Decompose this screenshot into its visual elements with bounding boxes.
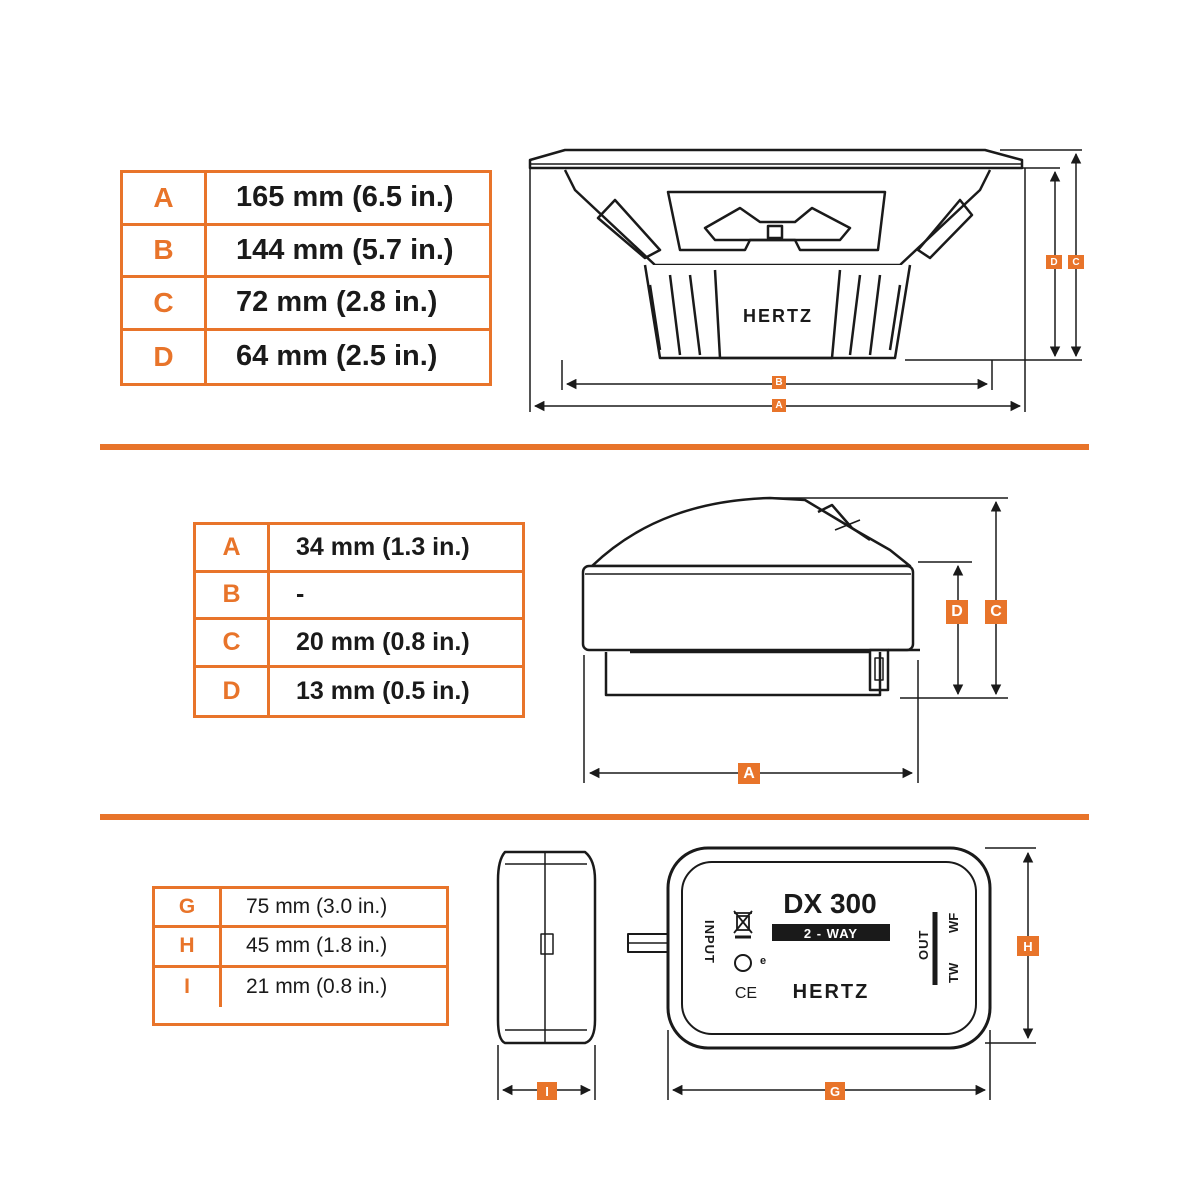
- crossover-type-badge: [772, 924, 890, 941]
- woofer-output-label: WF: [946, 913, 961, 933]
- spec-row: B 144 mm (5.7 in.): [123, 225, 489, 278]
- crossover-side-drawing: [496, 850, 597, 1045]
- spec-key: C: [196, 620, 270, 665]
- spec-key: H: [155, 928, 222, 965]
- dimension-tag-a: A: [738, 763, 760, 784]
- spec-value: 34 mm (1.3 in.): [296, 532, 470, 561]
- spec-row: B -: [196, 572, 522, 620]
- section-divider: [100, 814, 1089, 820]
- spec-value: 20 mm (0.8 in.): [296, 627, 470, 656]
- dimension-tag-b: B: [772, 376, 786, 389]
- spec-value: 144 mm (5.7 in.): [236, 233, 454, 266]
- dimension-tag-g: G: [825, 1082, 845, 1100]
- spec-value: 64 mm (2.5 in.): [236, 340, 438, 373]
- tweeter-dimensions: [583, 497, 1008, 783]
- crossover-type-label: 2 - WAY: [804, 926, 858, 941]
- spec-key: G: [155, 889, 222, 926]
- crossover-top-drawing: [627, 846, 992, 1050]
- e-mark-letter: e: [760, 955, 766, 967]
- spec-row: C 20 mm (0.8 in.): [196, 620, 522, 668]
- spec-key: D: [196, 667, 270, 715]
- spec-value: 75 mm (3.0 in.): [246, 895, 388, 919]
- spec-value: 72 mm (2.8 in.): [236, 286, 438, 319]
- section-divider: [100, 444, 1089, 450]
- spec-row: C 72 mm (2.8 in.): [123, 278, 489, 331]
- spec-key: B: [123, 225, 207, 275]
- woofer-spec-table: A 165 mm (6.5 in.) B 144 mm (5.7 in.) C …: [120, 170, 492, 386]
- spec-row: A 165 mm (6.5 in.): [123, 173, 489, 226]
- spec-row: A 34 mm (1.3 in.): [196, 525, 522, 573]
- e-mark-icon: [734, 954, 752, 972]
- spec-key: A: [123, 173, 207, 223]
- spec-row: D 64 mm (2.5 in.): [123, 330, 489, 383]
- dimension-tag-d: D: [946, 600, 968, 624]
- dimension-tag-i: I: [537, 1082, 557, 1100]
- spec-value: 165 mm (6.5 in.): [236, 181, 454, 214]
- tweeter-drawing: [581, 496, 920, 697]
- crossover-brand-logo: HERTZ: [793, 981, 870, 1003]
- dimension-tag-d: D: [1046, 255, 1062, 269]
- spec-value: 21 mm (0.8 in.): [246, 975, 388, 999]
- woofer-drawing: [528, 148, 1024, 360]
- tweeter-output-label: TW: [946, 962, 961, 983]
- spec-row: G 75 mm (3.0 in.): [155, 889, 446, 929]
- dimension-tag-h: H: [1017, 936, 1039, 956]
- spec-key: B: [196, 572, 270, 617]
- spec-key: D: [123, 330, 207, 383]
- spec-key: A: [196, 525, 270, 570]
- input-label: INPUT: [702, 920, 717, 964]
- spec-key: I: [155, 967, 222, 1007]
- spec-row: I 21 mm (0.8 in.): [155, 967, 446, 1007]
- dimension-tag-c: C: [1068, 255, 1084, 269]
- spec-value: 13 mm (0.5 in.): [296, 676, 470, 705]
- output-label: OUT: [916, 930, 931, 960]
- spec-row: D 13 mm (0.5 in.): [196, 667, 522, 715]
- ce-mark: CE: [735, 985, 757, 1002]
- crossover-spec-table: G 75 mm (3.0 in.) H 45 mm (1.8 in.) I 21…: [152, 886, 449, 1026]
- woofer-brand-logo: HERTZ: [743, 306, 813, 326]
- crossover-model-label: DX 300: [783, 888, 876, 919]
- weee-bin-icon: [733, 910, 753, 939]
- dimension-tag-c: C: [985, 600, 1007, 624]
- spec-value: -: [296, 580, 305, 609]
- dimension-tag-a: A: [772, 399, 786, 412]
- spec-value: 45 mm (1.8 in.): [246, 934, 388, 958]
- tweeter-spec-table: A 34 mm (1.3 in.) B - C 20 mm (0.8 in.) …: [193, 522, 525, 718]
- spec-row: H 45 mm (1.8 in.): [155, 928, 446, 968]
- spec-key: C: [123, 278, 207, 328]
